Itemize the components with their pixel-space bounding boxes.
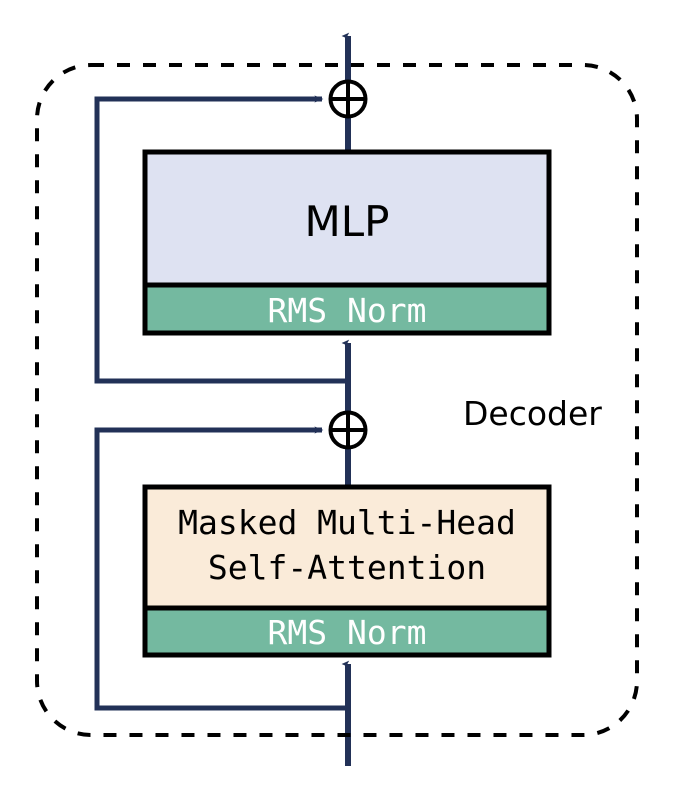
masked-self-attention-block[interactable] — [142, 484, 552, 611]
decoder-boundary-outline — [35, 63, 639, 737]
mlp-group[interactable]: MLP RMS Norm — [142, 149, 552, 336]
attention-group[interactable]: Masked Multi-Head Self-Attention RMS Nor… — [142, 484, 552, 658]
attention-rms-norm-block[interactable] — [142, 605, 552, 658]
residual-add-attention[interactable] — [328, 410, 368, 450]
wire-attention-residual — [94, 426, 348, 711]
decoder-title-label: Decoder — [463, 394, 602, 433]
mlp-rms-norm-block[interactable] — [142, 282, 552, 336]
plus-glyph-bottom-icon — [330, 412, 366, 448]
wire-mlp-residual — [94, 95, 348, 384]
residual-add-mlp[interactable] — [328, 79, 368, 119]
mlp-block[interactable] — [142, 149, 552, 288]
plus-glyph-top-icon — [330, 81, 366, 117]
